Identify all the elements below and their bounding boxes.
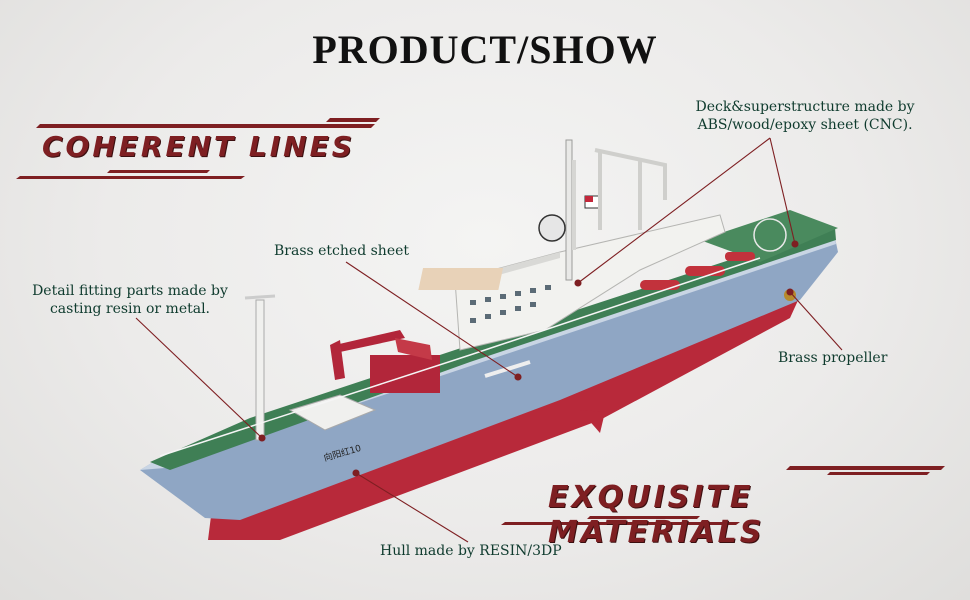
annotation-propeller: Brass propeller [778, 350, 888, 366]
ship [140, 139, 838, 540]
annotation-fittings-line1: Detail fitting parts made by [32, 283, 228, 299]
annotation-fittings-line2: casting resin or metal. [49, 301, 211, 317]
banner-coherent-lines: COHERENT LINES [42, 130, 355, 163]
page-title: PRODUCT/SHOW [312, 27, 658, 72]
annotation-leaders [135, 137, 843, 543]
banner-exquisite-materials: EXQUISITE MATERIALS [548, 480, 765, 550]
annotation-fittings: Detail fitting parts made by casting res… [6, 282, 254, 318]
banner-left-stripes [16, 118, 380, 179]
banner-right-stripes [501, 466, 945, 525]
annotation-hull: Hull made by RESIN/3DP [380, 543, 562, 559]
annotation-deck: Deck&superstructure made by ABS/wood/epo… [650, 98, 960, 134]
annotation-deck-line2: ABS/wood/epoxy sheet (CNC). [697, 117, 913, 133]
annotation-brass-sheet: Brass etched sheet [274, 243, 410, 259]
annotation-deck-line1: Deck&superstructure made by [695, 99, 915, 115]
